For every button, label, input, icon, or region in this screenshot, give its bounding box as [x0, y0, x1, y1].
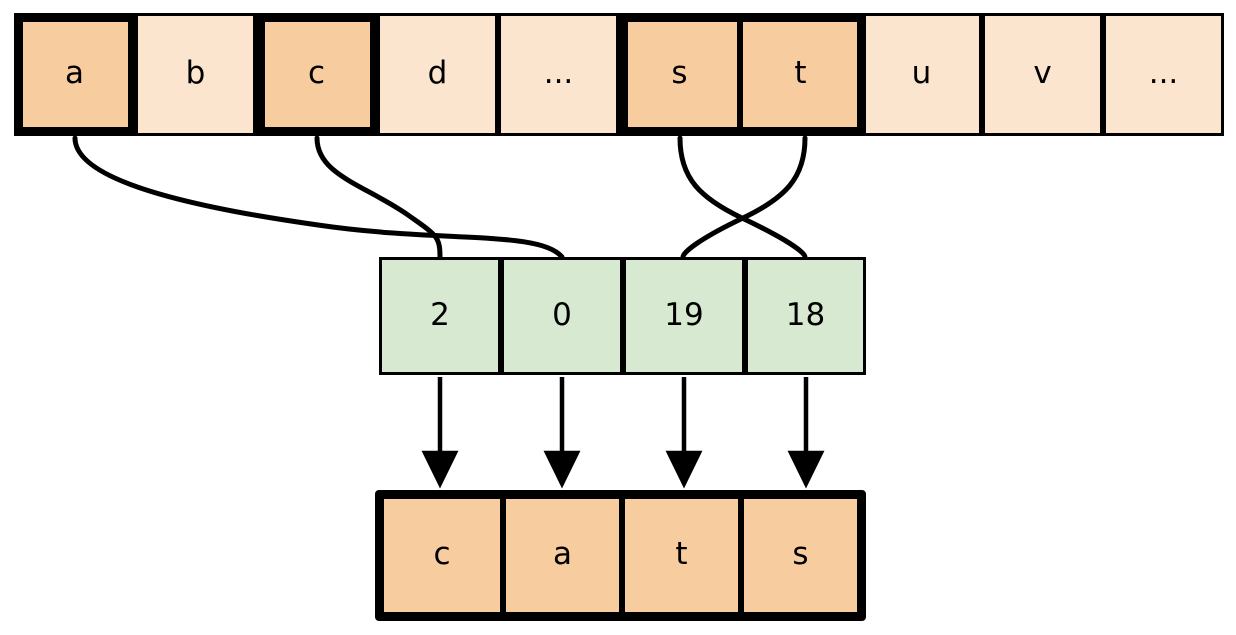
curve-c-to-2: [314, 135, 443, 260]
alphabet-cell-label: u: [911, 55, 932, 91]
output-cell-s[interactable]: s: [741, 499, 857, 612]
output-cell-t[interactable]: t: [622, 499, 741, 612]
index-cell-2[interactable]: 2: [379, 257, 501, 375]
alphabet-cell-u[interactable]: u: [861, 13, 982, 136]
alphabet-cell-gap1[interactable]: ...: [498, 13, 619, 136]
alphabet-cell-d[interactable]: d: [377, 13, 498, 136]
alphabet-cell-v[interactable]: v: [982, 13, 1103, 136]
alphabet-cell-b[interactable]: b: [135, 13, 256, 136]
alphabet-cell-s[interactable]: s: [619, 13, 740, 136]
alphabet-cell-label: s: [671, 55, 688, 91]
output-cell-c[interactable]: c: [384, 499, 503, 612]
alphabet-cell-label: ...: [543, 55, 574, 91]
alphabet-cell-label: c: [307, 55, 326, 91]
output-strip: c a t s: [375, 490, 866, 621]
index-cell-0[interactable]: 0: [501, 257, 623, 375]
alphabet-cell-label: v: [1033, 55, 1052, 91]
index-cell-label: 0: [552, 296, 572, 333]
output-cell-label: c: [433, 536, 451, 572]
output-cell-label: t: [675, 536, 688, 572]
alphabet-cell-label: ...: [1148, 55, 1179, 91]
index-cell-label: 18: [785, 296, 826, 333]
alphabet-cell-label: b: [185, 55, 206, 91]
alphabet-strip: a b c d ... s t u v ...: [14, 13, 1224, 136]
curve-a-to-0: [72, 135, 565, 260]
alphabet-cell-t[interactable]: t: [740, 13, 861, 136]
index-cell-18[interactable]: 18: [745, 257, 866, 375]
curve-t-to-19: [680, 135, 808, 260]
alphabet-cell-label: t: [794, 55, 807, 91]
alphabet-cell-c[interactable]: c: [256, 13, 377, 136]
curve-s-to-18: [677, 135, 808, 260]
index-cell-label: 19: [664, 296, 704, 333]
alphabet-cell-label: d: [427, 55, 448, 91]
output-cell-label: s: [792, 536, 809, 572]
alphabet-cell-label: a: [65, 55, 84, 91]
index-cell-19[interactable]: 19: [623, 257, 745, 375]
alphabet-cell-gap2[interactable]: ...: [1103, 13, 1224, 136]
output-cell-label: a: [553, 536, 572, 572]
index-strip: 2 0 19 18: [379, 257, 866, 375]
index-cell-label: 2: [430, 296, 450, 333]
alphabet-cell-a[interactable]: a: [14, 13, 135, 136]
output-cell-a[interactable]: a: [503, 499, 622, 612]
